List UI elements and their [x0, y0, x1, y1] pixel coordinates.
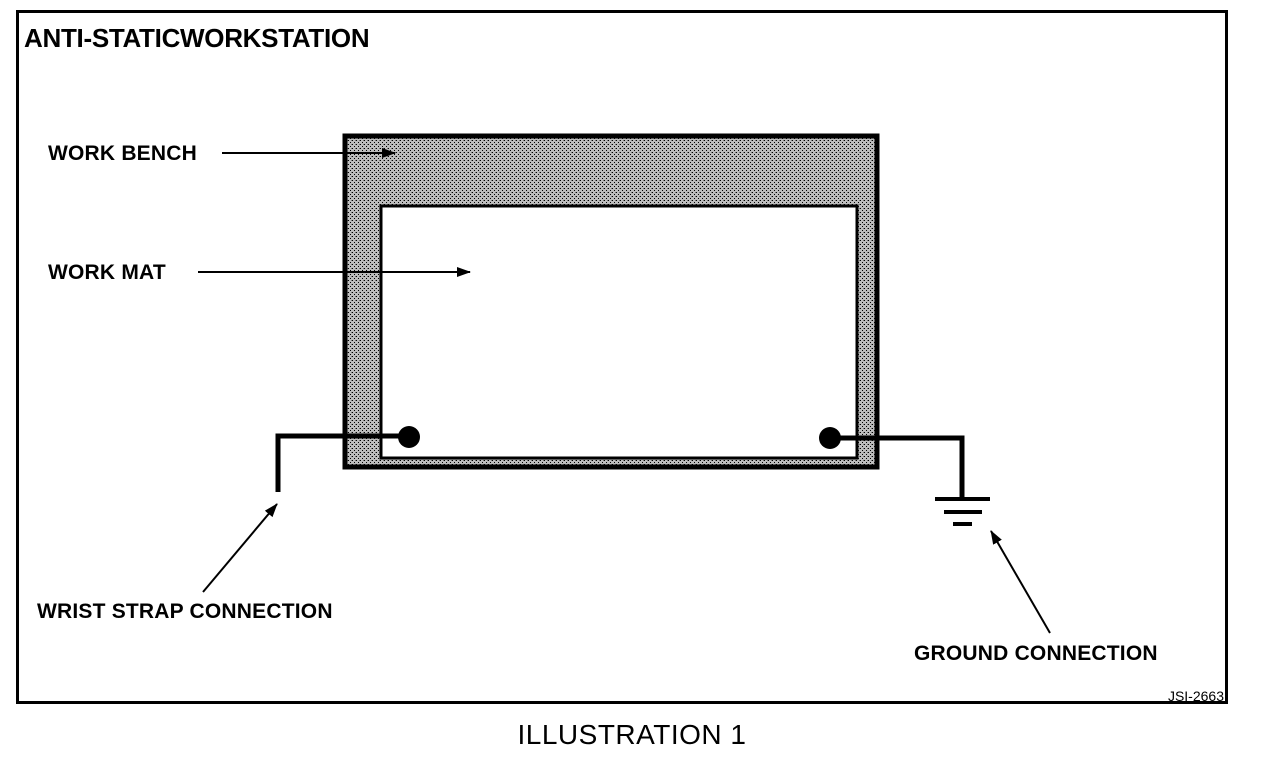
- work-bench-label: WORK BENCH: [48, 142, 197, 165]
- diagram-title: ANTI-STATICWORKSTATION: [24, 23, 370, 53]
- wrist-strap-label: WRIST STRAP CONNECTION: [37, 600, 333, 623]
- figure-code: JSI-2663: [1167, 688, 1224, 704]
- ground-icon: [935, 497, 990, 526]
- work-mat-label: WORK MAT: [48, 261, 166, 284]
- wrist-strap-wire: [275, 433, 409, 492]
- ground-wire: [831, 435, 965, 498]
- diagram-frame: [16, 10, 1228, 704]
- ground-connection-label: GROUND CONNECTION: [914, 642, 1158, 665]
- illustration-caption: ILLUSTRATION 1: [517, 719, 747, 750]
- wrist-strap-arrow: [202, 503, 278, 593]
- wrist-strap-terminal: [398, 426, 420, 448]
- work-mat: [379, 204, 859, 460]
- ground-arrow: [990, 530, 1051, 634]
- ground-terminal: [819, 427, 841, 449]
